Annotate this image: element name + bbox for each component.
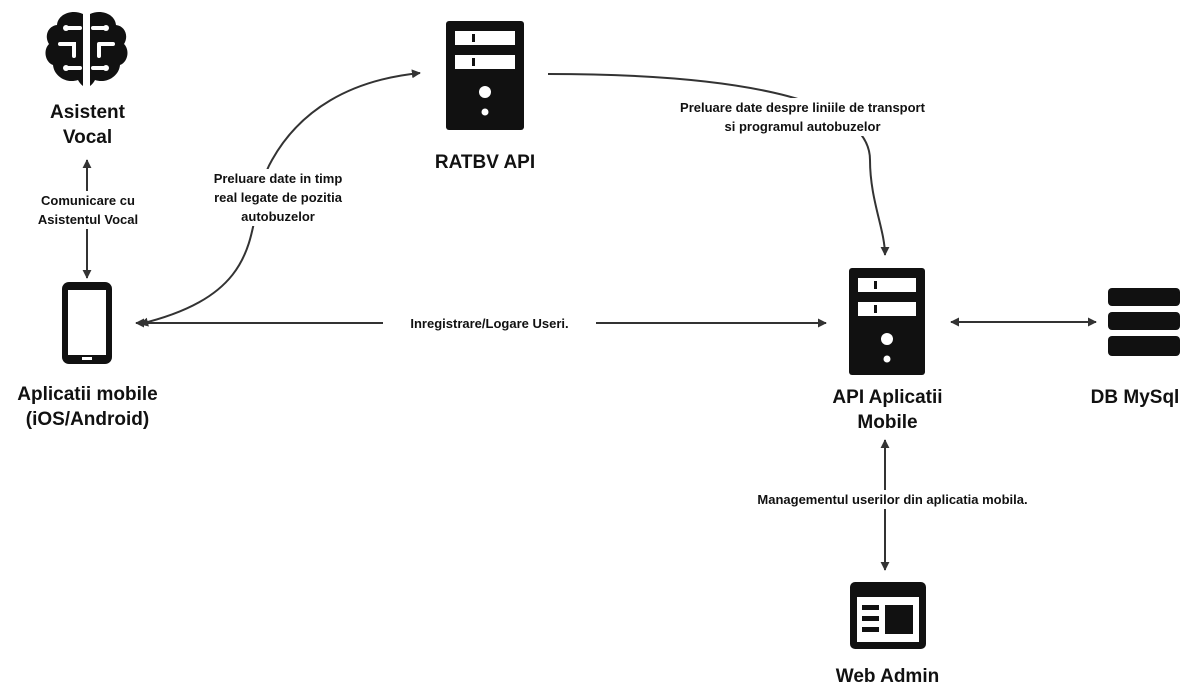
realtime-label: Preluare date in timp real legate de poz… xyxy=(188,169,368,226)
mobile-label: Aplicatii mobile (iOS/Android) xyxy=(0,382,175,432)
transport-label: Preluare date despre liniile de transpor… xyxy=(640,98,965,136)
server-icon xyxy=(849,268,925,375)
mobile-label-line2: (iOS/Android) xyxy=(25,409,150,430)
smartphone-icon xyxy=(62,282,112,364)
db-label: DB MySql xyxy=(1075,385,1195,410)
brain-icon xyxy=(45,12,128,86)
server-icon xyxy=(446,21,524,130)
web-admin-label: Web Admin xyxy=(815,664,960,689)
api-label-line1: API Aplicatii xyxy=(832,387,943,408)
database-icon xyxy=(1108,288,1180,356)
register-label: Inregistrare/Logare Useri. xyxy=(383,314,596,333)
mobile-label-line1: Aplicatii mobile xyxy=(17,384,158,405)
assistant-label: Asistent Vocal xyxy=(30,100,145,150)
ratbv-label: RATBV API xyxy=(410,150,560,175)
assistant-comm-line2: Asistentul Vocal xyxy=(37,212,139,227)
transport-line2: si programul autobuzelor xyxy=(724,119,881,134)
assistant-comm-label: Comunicare cu Asistentul Vocal xyxy=(18,191,158,229)
api-label-line2: Mobile xyxy=(857,412,918,433)
browser-window-icon xyxy=(850,582,926,649)
management-label: Managementul userilor din aplicatia mobi… xyxy=(720,490,1065,509)
realtime-line1: Preluare date in timp xyxy=(213,171,343,186)
realtime-line2: real legate de pozitia xyxy=(214,190,342,205)
realtime-line3: autobuzelor xyxy=(241,209,315,224)
transport-line1: Preluare date despre liniile de transpor… xyxy=(680,100,925,115)
api-label: API Aplicatii Mobile xyxy=(805,385,970,435)
assistant-label-line1: Asistent xyxy=(50,102,125,123)
assistant-label-line2: Vocal xyxy=(62,127,113,148)
assistant-comm-line1: Comunicare cu xyxy=(41,193,135,208)
